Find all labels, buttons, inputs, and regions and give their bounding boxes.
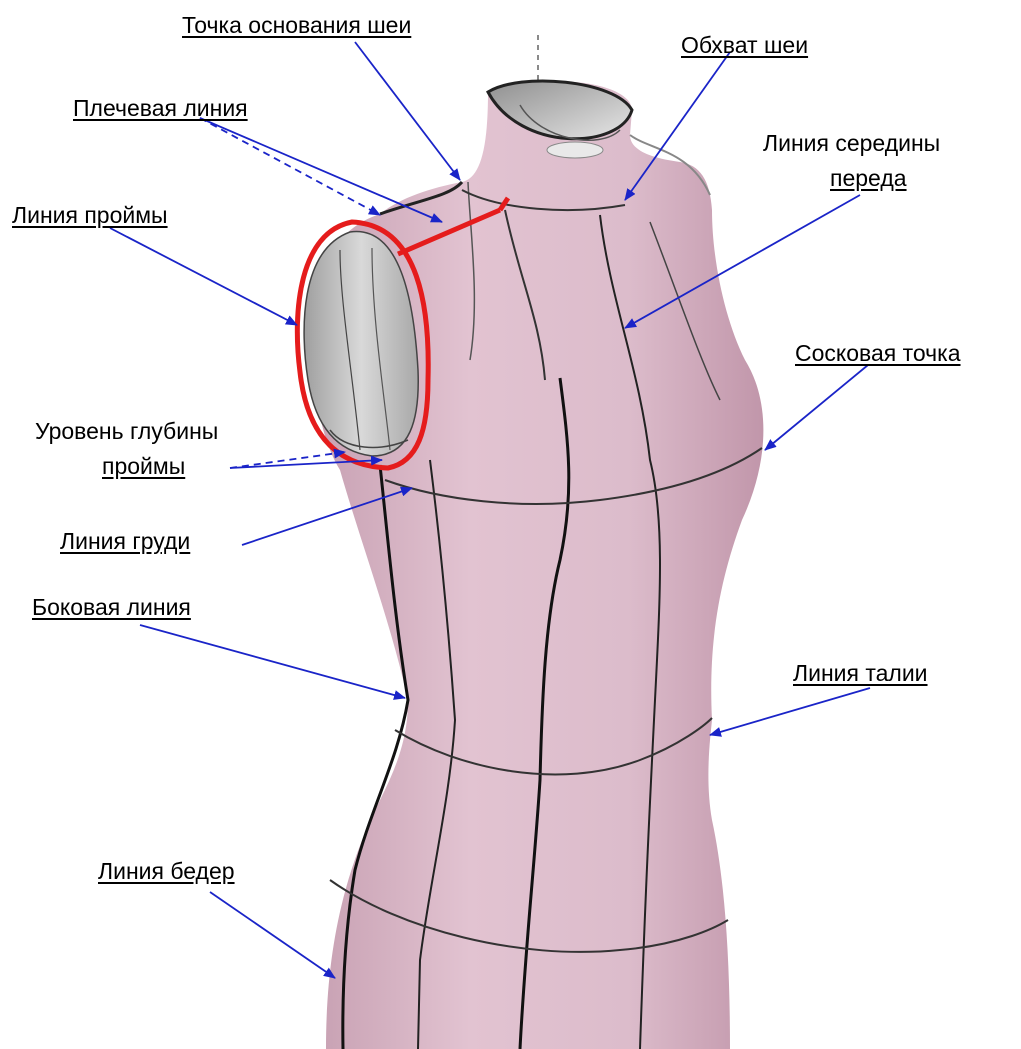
label-bust-point: Сосковая точка <box>795 340 961 366</box>
label-center-front-line-1: Линия середины <box>763 130 940 156</box>
label-bust-line: Линия груди <box>60 528 190 554</box>
arrow-armhole <box>110 228 297 325</box>
arrow-hip-line <box>210 892 335 978</box>
arrow-bust-point <box>765 365 868 450</box>
label-waist-line: Линия талии <box>793 660 928 686</box>
label-hip-line: Линия бедер <box>98 858 235 884</box>
arrow-shoulder-2 <box>200 118 442 222</box>
label-neck-girth: Обхват шеи <box>681 32 808 58</box>
neck-inner-disk <box>547 142 603 158</box>
label-armhole-depth-level-1: Уровень глубины <box>35 418 218 444</box>
arrow-neck-base <box>355 42 460 180</box>
label-side-line: Боковая линия <box>32 594 191 620</box>
arrow-side-line <box>140 625 405 698</box>
label-armhole-line: Линия проймы <box>12 202 168 228</box>
label-armhole-depth-level-2: проймы <box>102 453 185 479</box>
arrow-shoulder-1 <box>200 118 380 215</box>
label-shoulder-line: Плечевая линия <box>73 95 248 121</box>
arrow-waist-line <box>710 688 870 735</box>
label-neck-base-point: Точка основания шеи <box>182 12 411 38</box>
label-center-front-line-2: переда <box>830 165 907 191</box>
